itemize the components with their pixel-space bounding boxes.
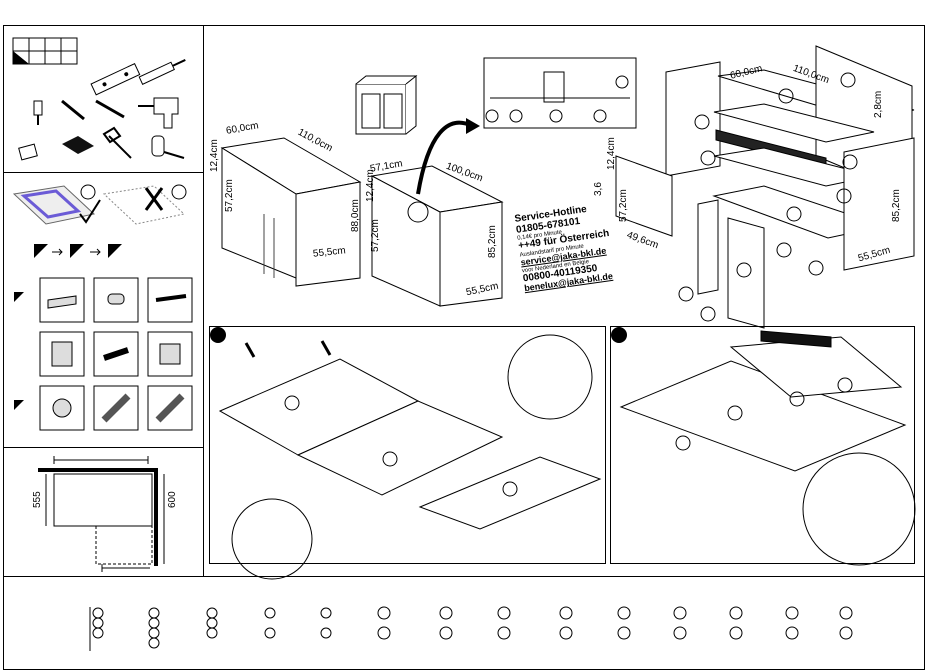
counter-circle (559, 626, 573, 640)
counter-circle (729, 606, 743, 620)
screwdriver-icon (61, 99, 85, 121)
hammer-icon (102, 126, 132, 159)
counter-circle (148, 607, 160, 619)
good-surface-icon (12, 184, 101, 225)
counter-circle (377, 606, 391, 620)
wall-plug-icon (33, 100, 43, 125)
counter-circle (617, 626, 631, 640)
counter-circle (839, 626, 853, 640)
exploded-gap-label: 3,6 (593, 182, 604, 196)
cloth-icon (62, 136, 94, 154)
counter-circle (206, 627, 218, 639)
counter-circle (148, 617, 160, 629)
counter-circle (839, 606, 853, 620)
step-sequence-icon (34, 244, 122, 258)
bad-surface-icon (102, 184, 187, 225)
counter-circle (92, 627, 104, 639)
counter-circle (206, 607, 218, 619)
counter-circle (785, 606, 799, 620)
counter-circle (320, 607, 332, 619)
cam-bolt-icon (39, 277, 85, 323)
counter-circle (673, 626, 687, 640)
counter-circle (92, 607, 104, 619)
step-1-drawing (210, 327, 602, 580)
counter-circle (320, 627, 332, 639)
service-hotline: Service-Hotline 01805-678101 0,14€ pro M… (514, 202, 616, 294)
tools-icons (12, 37, 186, 161)
counter-circle (206, 617, 218, 629)
grid-icon (12, 37, 78, 65)
counter-circle (439, 606, 453, 620)
exploded-door-height-label: 57,2cm (618, 189, 629, 222)
counter-circle (617, 606, 631, 620)
parts-counter-grid (89, 606, 853, 651)
exploded-door-top-label: 12,4cm (606, 137, 617, 170)
tape-measure-icon (18, 143, 38, 161)
step-1-panel (209, 326, 606, 564)
counter-circle (439, 626, 453, 640)
hardware-icons (12, 184, 193, 431)
exploded-side-height-label: 85,2cm (891, 189, 902, 222)
counter-circle (148, 627, 160, 639)
counter-circle (264, 607, 276, 619)
glue-icon (151, 135, 185, 159)
parts-counter-panel (3, 576, 925, 670)
step-2-drawing (611, 327, 916, 566)
corner-front-top-label: 12,4cm (365, 169, 376, 202)
counter-circle (264, 627, 276, 639)
counter-circle (92, 617, 104, 629)
counter-circle (497, 606, 511, 620)
corner-front-side-label: 57,2cm (370, 219, 381, 252)
corner-total-height-label: 88,0cm (350, 199, 361, 232)
threaded-rod-icon (147, 385, 193, 431)
spirit-level-icon (90, 63, 141, 96)
counter-circle (559, 606, 573, 620)
main-side-label: 57,2cm (224, 179, 235, 212)
screwdriver-small-icon (95, 99, 125, 119)
counter-circle (785, 626, 799, 640)
counter-circle (377, 626, 391, 640)
plan-depth-b: 600 (167, 491, 178, 508)
drill-icon (138, 59, 186, 85)
floorplan-drawing (38, 456, 165, 572)
counter-circle (148, 637, 160, 649)
main-top-label: 12,4cm (209, 139, 220, 172)
cabinet-main-drawing (220, 45, 915, 329)
plan-depth-a: 555 (32, 491, 43, 508)
exploded-shelf-label: 2,8cm (873, 90, 884, 118)
corner-right-height-label: 85,2cm (487, 225, 498, 258)
counter-circle (497, 626, 511, 640)
counter-circle (729, 626, 743, 640)
counter-circle (673, 606, 687, 620)
step-2-panel (610, 326, 915, 564)
power-drill-icon (138, 97, 179, 129)
